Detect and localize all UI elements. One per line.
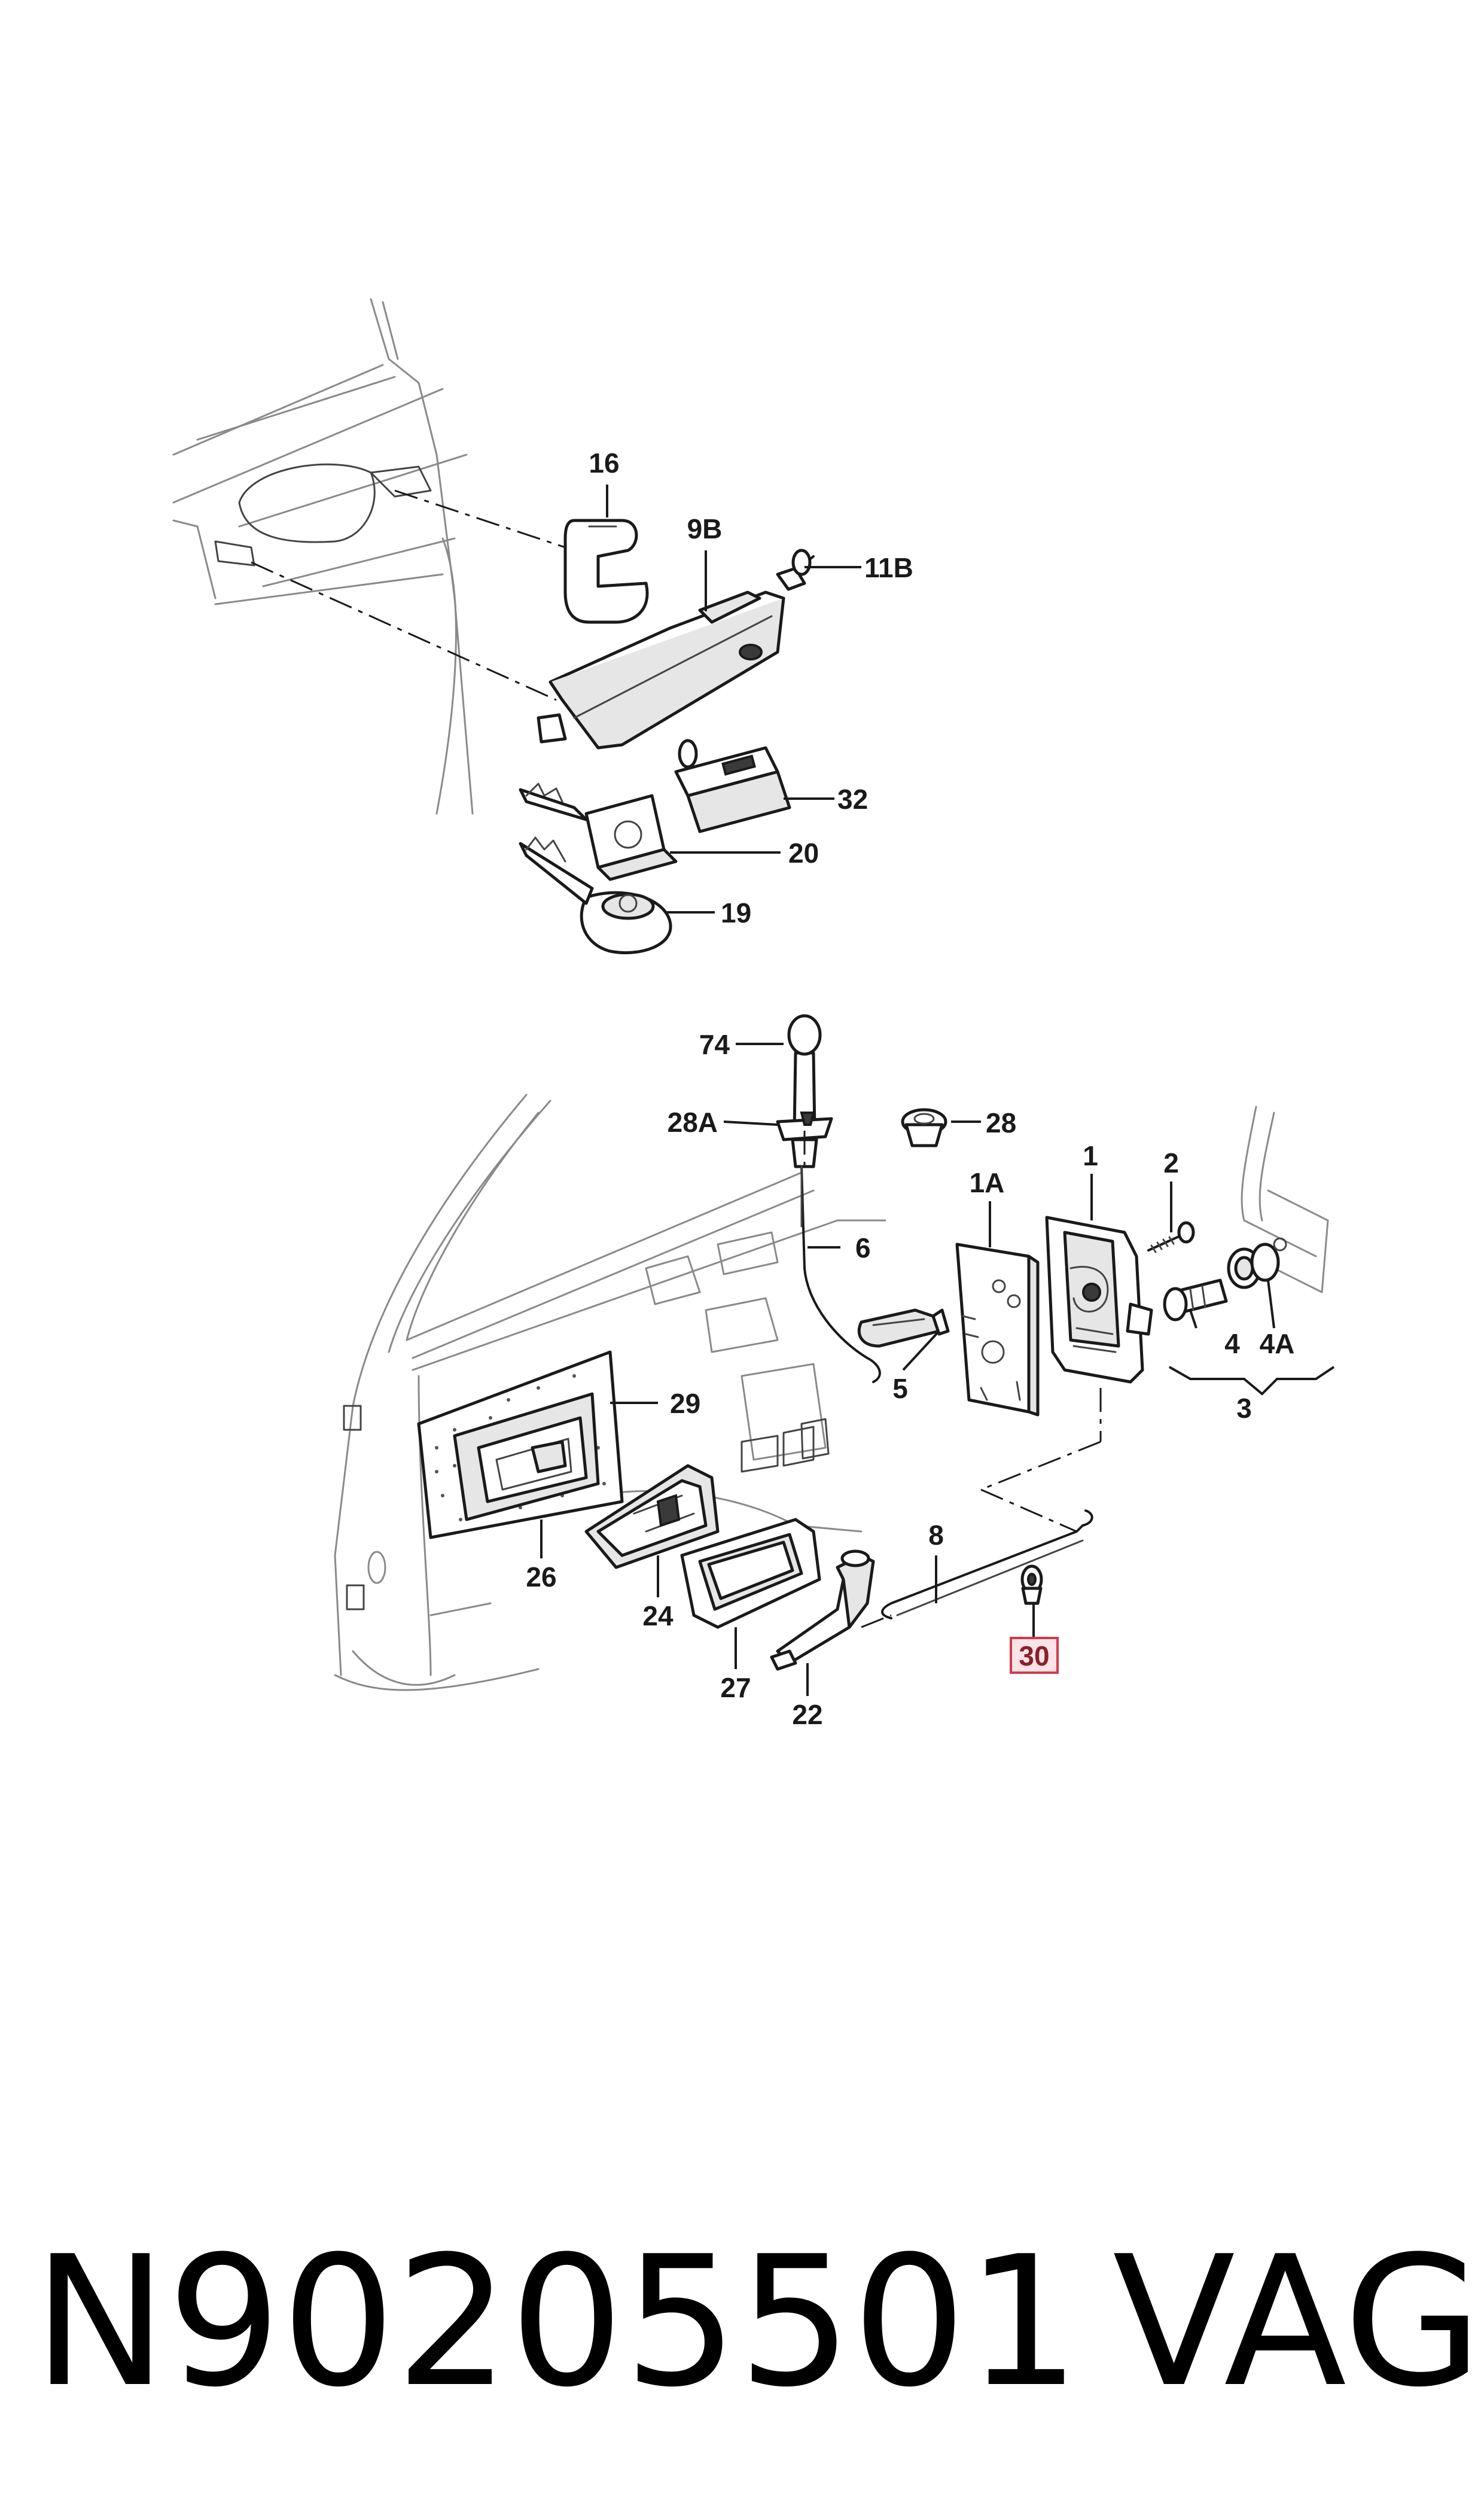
cover-plate-part-1A [955,1243,1040,1417]
callout-5: 5 [892,1373,908,1404]
callout-24: 24 [642,1600,674,1631]
striker-part-4 [1163,1278,1228,1322]
assembly-lines-bottom [803,1131,1102,1628]
lock-body-part-1 [1045,1216,1153,1384]
callout-11B: 11B [864,552,913,583]
control-rod-part-8 [881,1509,1093,1619]
screw-part-2 [1147,1221,1195,1253]
leader-lines-top [606,485,861,914]
lever-part-5 [857,1308,950,1348]
callout-30: 30 [1019,1640,1049,1671]
pin-part-74 [787,1014,822,1132]
screw-part-11B [776,549,815,591]
callout-27: 27 [720,1672,751,1703]
callout-1A: 1A [970,1167,1005,1198]
handle-frame-part-24 [584,1464,720,1569]
footer: N90205501 VAG [33,2218,1482,2426]
assembly-line-lower [251,561,557,701]
key-part-19 [519,836,672,955]
callout-2: 2 [1163,1147,1179,1179]
leader-lines-bottom [540,1043,1335,1696]
key-part-20 [519,783,678,881]
brand-name: VAG [1113,2218,1482,2426]
rod-part-6 [800,1165,881,1383]
assembly-line-handle [394,489,593,558]
callout-4A: 4A [1260,1328,1295,1359]
handle-housing-part-26 [453,1392,600,1521]
door-lock-assembly: 74 28A 28 1A 1 2 6 4 4A 3 5 29 8 26 24 2… [334,1014,1335,1730]
callout-16: 16 [589,447,619,479]
gasket-part-16 [563,519,649,624]
callout-28A: 28A [668,1107,718,1138]
callout-6: 6 [855,1232,871,1263]
door-outline [334,1094,1329,1691]
clip-part-30 [1020,1564,1043,1605]
callout-19: 19 [721,897,751,928]
striker-plate-part-4A [1227,1237,1287,1289]
callout-29: 29 [670,1388,700,1419]
escutcheon-part-27 [680,1518,821,1629]
inner-lever-part-22 [770,1549,875,1671]
remote-key-part-32 [674,739,791,833]
outer-handle-part-9B [537,573,785,750]
callout-26: 26 [526,1561,556,1593]
callout-4: 4 [1224,1328,1240,1359]
part-number: N90205501 [33,2218,1080,2426]
outer-handle-assembly: 16 9B 11B 32 20 19 [172,298,913,955]
car-body-outline-top [172,298,474,815]
callout-8: 8 [928,1520,944,1551]
callout-20: 20 [788,838,819,869]
callout-28: 28 [986,1107,1016,1138]
callout-1: 1 [1083,1140,1098,1171]
callout-30-highlight [1010,1637,1059,1674]
callout-22: 22 [792,1699,822,1730]
callout-9B: 9B [687,513,723,544]
callout-3: 3 [1236,1393,1252,1424]
callout-32: 32 [837,784,868,815]
cap-part-28 [901,1108,947,1147]
callout-74: 74 [699,1029,730,1060]
